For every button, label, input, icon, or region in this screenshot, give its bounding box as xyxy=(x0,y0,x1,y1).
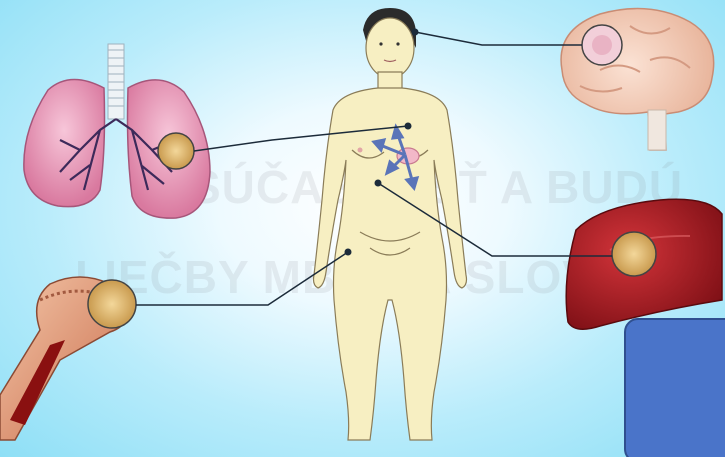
blue-callout-box xyxy=(624,318,725,457)
liver-illustration xyxy=(566,199,722,329)
connector-brain xyxy=(415,32,582,45)
body-figure xyxy=(314,8,467,440)
pointer-dot-liver xyxy=(375,180,382,187)
pointer-dot-bone xyxy=(345,249,352,256)
pointer-dot-brain xyxy=(412,29,419,36)
pointer-dot-lungs xyxy=(405,123,412,130)
lungs-illustration xyxy=(24,44,210,218)
brain-illustration xyxy=(561,9,714,150)
bone-illustration xyxy=(0,277,136,440)
